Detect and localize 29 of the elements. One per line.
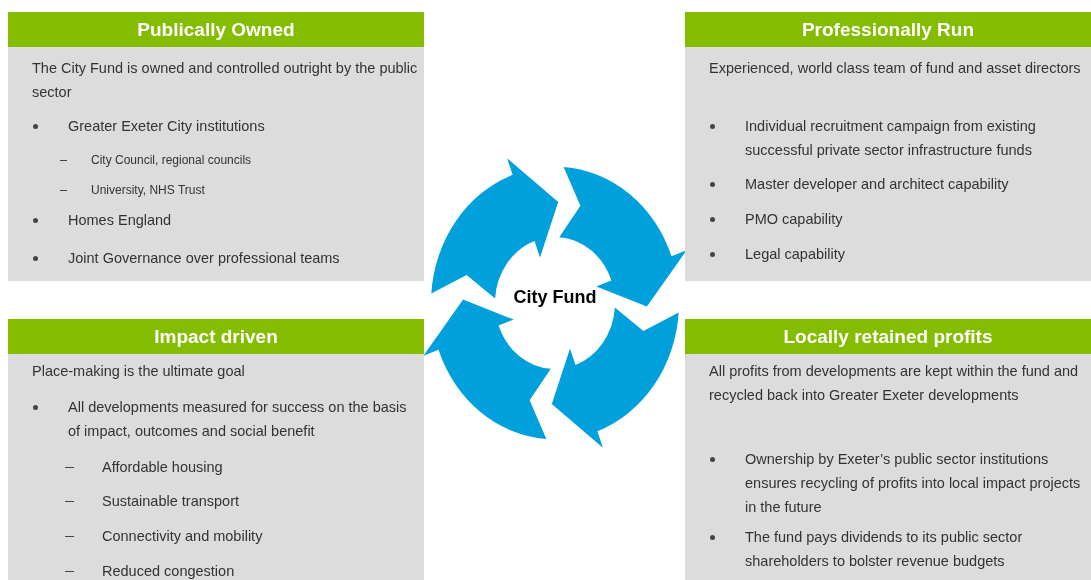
list-item: Connectivity and mobility — [102, 527, 264, 546]
panel-heading: Locally retained profits — [685, 319, 1091, 354]
list-item: The fund pays dividends to its public sector shareholders to bolster revenue budgets — [745, 528, 1024, 571]
intro-text: Place-making is the ultimate goal — [32, 362, 246, 381]
center-label: City Fund — [495, 287, 615, 308]
list-item: PMO capability — [745, 210, 844, 229]
intro-text: All profits from developments are kept within the fund and recycled back into Greater Exeter developments — [709, 362, 1080, 405]
intro-text: Experienced, world class team of fund and asset directors — [709, 59, 1082, 78]
list-item: Reduced congestion — [102, 562, 236, 580]
list-item: Greater Exeter City institutions — [68, 117, 266, 136]
list-item: City Council, regional councils — [91, 152, 253, 169]
list-item: Ownership by Exeter’s public sector institutions ensures recycling of profits into local impact projects in the future — [745, 450, 1082, 517]
list-item: Sustainable transport — [102, 492, 241, 511]
list-item: Affordable housing — [102, 458, 224, 477]
panel-heading: Impact driven — [8, 319, 424, 354]
text-panel — [8, 12, 424, 281]
text-panel — [685, 12, 1091, 281]
list-item: Individual recruitment campaign from existing successful private sector infrastructure funds — [745, 117, 1037, 160]
list-item: Joint Governance over professional teams — [68, 249, 341, 268]
list-item: Master developer and architect capability — [745, 175, 1010, 194]
list-item: All developments measured for success on the basis of impact, outcomes and social benefit — [68, 398, 408, 441]
panel-heading: Professionally Run — [685, 12, 1091, 47]
list-item: Homes England — [68, 211, 173, 230]
list-item: University, NHS Trust — [91, 182, 206, 199]
panel-heading: Publically Owned — [8, 12, 424, 47]
text-panel — [8, 319, 424, 580]
list-item: Legal capability — [745, 245, 846, 264]
intro-text: The City Fund is owned and controlled outright by the public sector — [32, 59, 418, 102]
text-panel — [685, 319, 1091, 580]
